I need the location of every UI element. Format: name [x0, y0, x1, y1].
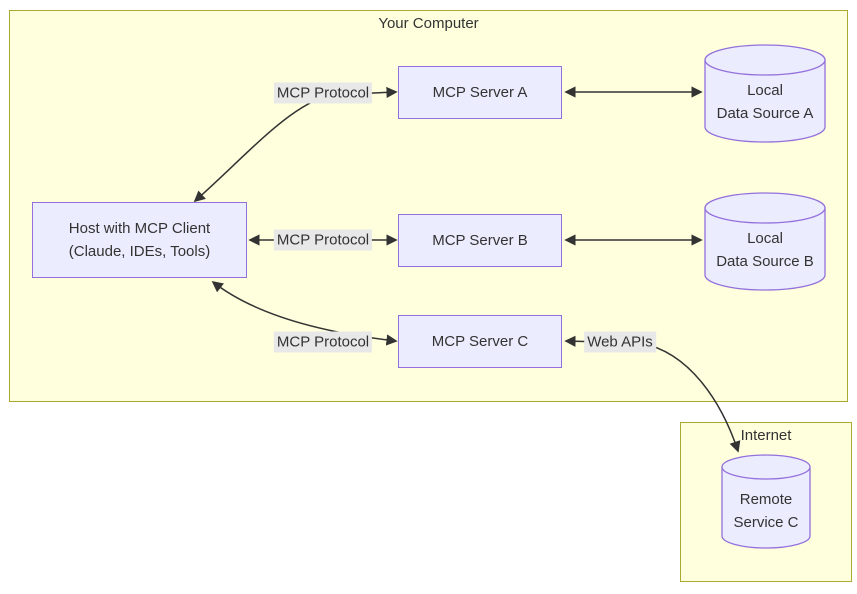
data-source-a-label: Local Data Source A: [695, 79, 835, 125]
mcp-server-b-node: MCP Server B: [398, 214, 562, 267]
host-label-line2: (Claude, IDEs, Tools): [68, 243, 211, 260]
remote-service-c-line1: Remote: [739, 491, 793, 508]
internet-label: Internet: [740, 427, 792, 444]
mcp-server-a-node: MCP Server A: [398, 66, 562, 119]
cylinder-top: [721, 454, 811, 480]
edge-host-server-a: [193, 86, 398, 203]
mcp-server-c-label: MCP Server C: [431, 333, 529, 350]
mcp-server-a-label: MCP Server A: [432, 84, 528, 101]
remote-service-c-cylinder: [721, 454, 811, 549]
edge-label-web-apis: Web APIs: [584, 331, 656, 353]
cylinder-body: [704, 59, 826, 143]
data-source-a-line2: Data Source A: [716, 105, 814, 122]
data-source-b-cylinder: [704, 192, 826, 291]
edge-label-mcp-protocol-c: MCP Protocol: [273, 331, 373, 353]
remote-service-c-line2: Service C: [733, 514, 799, 531]
edge-label-mcp-protocol-b: MCP Protocol: [273, 229, 373, 251]
cylinder-body: [721, 466, 811, 549]
data-source-a-cylinder: [704, 44, 826, 143]
data-source-b-line1: Local: [747, 230, 783, 247]
edge-label-mcp-protocol-a: MCP Protocol: [273, 82, 373, 104]
remote-service-c-label: Remote Service C: [706, 488, 826, 534]
cylinder-body: [704, 207, 826, 291]
edge-server-c-remote: [564, 335, 741, 453]
cylinder-top: [704, 44, 826, 76]
cylinder-top: [704, 192, 826, 224]
host-label-line1: Host with MCP Client: [68, 220, 211, 237]
data-source-b-line2: Data Source B: [716, 253, 814, 270]
host-node: Host with MCP Client (Claude, IDEs, Tool…: [32, 202, 247, 278]
mcp-server-c-node: MCP Server C: [398, 315, 562, 368]
mcp-server-b-label: MCP Server B: [432, 232, 528, 249]
data-source-b-label: Local Data Source B: [695, 227, 835, 273]
your-computer-label: Your Computer: [378, 15, 479, 32]
data-source-a-line1: Local: [747, 82, 783, 99]
